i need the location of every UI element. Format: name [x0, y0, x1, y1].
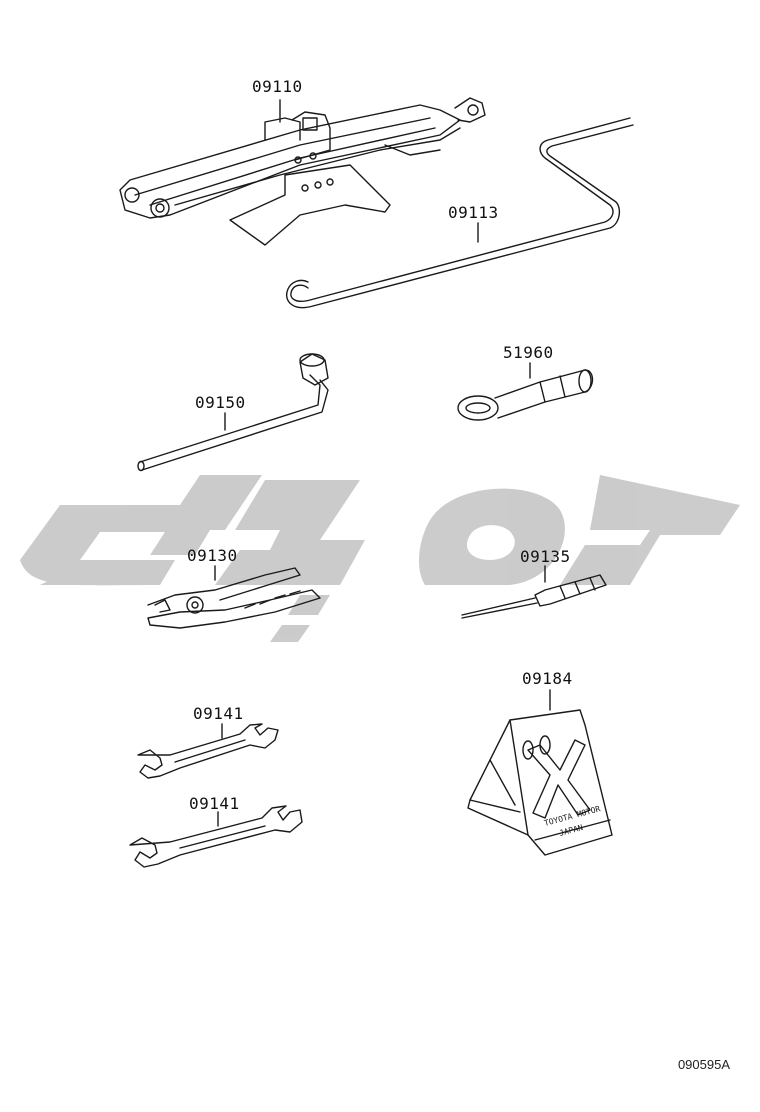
part-number-spanner-upper: 09141 [193, 704, 244, 723]
towing-eye-icon [457, 362, 594, 421]
chock-stamp: TOYOTA MOTOR JAPAN [543, 804, 601, 838]
open-end-spanner-icon [129, 805, 303, 868]
figure-code: 090595A [677, 1057, 730, 1072]
jack-handle-rod-icon [286, 117, 634, 309]
pliers-icon [147, 565, 321, 629]
scissor-jack-icon [119, 97, 486, 246]
part-number-wheel-wrench: 09150 [195, 393, 246, 412]
part-number-screwdriver: 09135 [520, 547, 571, 566]
part-number-jack: 09110 [252, 77, 303, 96]
part-number-wheel-chock: 09184 [522, 669, 573, 688]
part-number-spanner-lower: 09141 [189, 794, 240, 813]
part-number-towing-eye: 51960 [503, 343, 554, 362]
chock-stamp-line-2: JAPAN [558, 823, 584, 838]
wheel-chock-icon [467, 689, 613, 856]
part-number-jack-handle: 09113 [448, 203, 499, 222]
screwdriver-icon [461, 565, 607, 619]
watermark-logo [20, 475, 740, 642]
wheel-nut-wrench-icon [137, 353, 329, 472]
part-number-pliers: 09130 [187, 546, 238, 565]
open-end-spanner-icon [137, 723, 279, 779]
